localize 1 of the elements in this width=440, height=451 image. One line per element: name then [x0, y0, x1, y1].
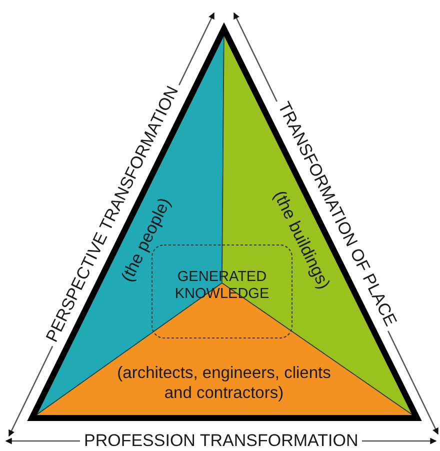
- segment-label: (architects, engineers, clients and contractors): [116, 364, 332, 404]
